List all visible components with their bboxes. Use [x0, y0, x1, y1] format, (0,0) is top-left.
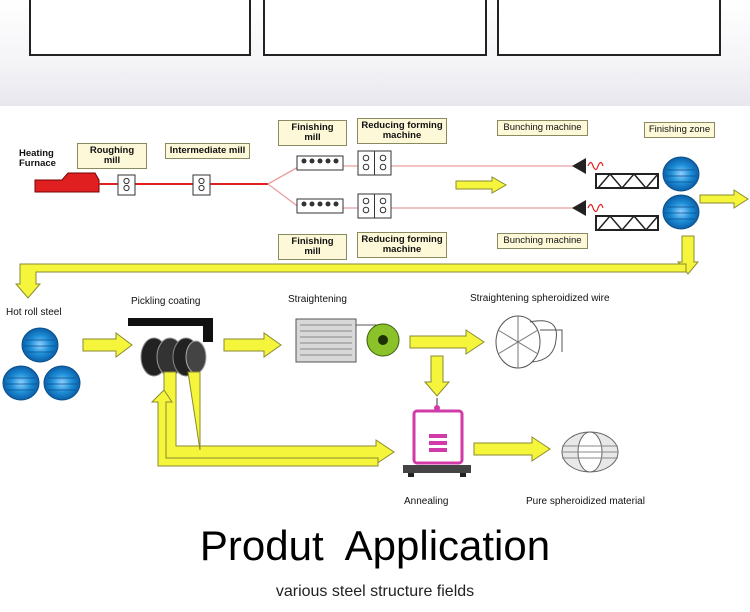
arrow-to-pure-spheroidized-icon — [473, 436, 551, 462]
bunching-bottom-icon — [572, 200, 659, 232]
finishing-mill-bottom-icon — [296, 198, 344, 214]
forward-arrow-icon — [455, 176, 508, 194]
arrow-to-annealing-icon — [423, 355, 451, 397]
finished-coil-icon — [662, 194, 700, 230]
hot-roll-steel-coil-icon — [2, 365, 40, 401]
hot-roll-steel-coil-icon — [43, 365, 81, 401]
spheroidized-wire-drum-icon — [495, 315, 563, 369]
page-title: Produt Application — [199, 522, 551, 569]
hot-roll-steel-label: Hot roll steel — [6, 307, 62, 318]
product-photo-frame-3 — [497, 0, 721, 56]
return-arrow-long-icon — [14, 263, 687, 299]
annealing-label: Annealing — [404, 496, 449, 507]
annealing-furnace-icon — [403, 398, 471, 477]
finishing-zone-label: Finishing zone — [644, 122, 715, 138]
heating-furnace-label: Heating Furnace — [19, 148, 56, 169]
finishing-mill-bottom-label: Finishing mill — [278, 234, 347, 260]
bunching-top-icon — [572, 158, 659, 190]
rod-branch-top — [267, 165, 301, 185]
hot-roll-steel-coil-icon — [21, 327, 59, 363]
bunching-top-label: Bunching machine — [497, 120, 588, 136]
intermediate-mill-icon — [192, 174, 211, 196]
heating-furnace-icon — [34, 172, 100, 193]
arrow-to-pickling-icon — [82, 332, 133, 358]
pickling-coating-label: Pickling coating — [131, 296, 201, 307]
roughing-mill-icon — [117, 174, 136, 196]
photo-strip — [0, 0, 750, 106]
pickling-tank-icon — [128, 318, 213, 377]
finishing-mill-top-label: Finishing mill — [278, 120, 347, 146]
straightening-label: Straightening — [288, 294, 347, 305]
straightening-spheroidized-label: Straightening spheroidized wire — [470, 293, 610, 304]
finishing-mill-top-icon — [296, 155, 344, 171]
intermediate-mill-label: Intermediate mill — [165, 143, 250, 159]
reducing-forming-top-label: Reducing forming machine — [357, 118, 447, 144]
exit-arrow-icon — [699, 189, 749, 209]
product-photo-frame-2 — [263, 0, 487, 56]
feedback-arrow-stub-icon — [187, 371, 201, 451]
pure-spheroidized-label: Pure spheroidized material — [526, 496, 645, 507]
reducing-forming-bottom-label: Reducing forming machine — [357, 232, 447, 258]
finished-coil-icon — [662, 156, 700, 192]
roughing-mill-label: Roughing mill — [77, 143, 147, 169]
bunching-bottom-label: Bunching machine — [497, 233, 588, 249]
straightening-machine-icon — [295, 318, 400, 363]
rod-branch-bottom — [267, 183, 301, 209]
pure-spheroidized-coil-icon — [561, 431, 619, 473]
feedback-arrow-up-icon — [150, 389, 379, 467]
page-subtitle: various steel structure fields — [275, 583, 475, 600]
arrow-to-straightening-icon — [223, 332, 282, 358]
reducing-forming-top-icon — [357, 150, 392, 176]
arrow-to-spheroidized-wire-icon — [409, 329, 485, 355]
reducing-forming-bottom-icon — [357, 193, 392, 219]
product-photo-frame-1 — [29, 0, 251, 56]
